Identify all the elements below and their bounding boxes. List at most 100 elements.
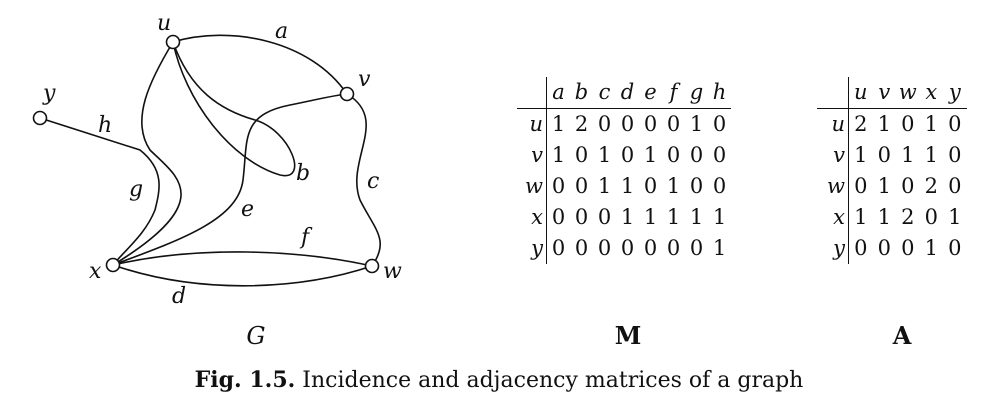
matrix-cell: 1	[597, 143, 612, 167]
row-header: y	[517, 233, 547, 264]
vertex-label-w: w	[383, 259, 402, 284]
edge-label-b: b	[296, 161, 310, 186]
matrix-cell: 0	[924, 205, 938, 229]
adjacency-matrix-header-row: u v w x y	[817, 77, 967, 109]
matrix-cell: 1	[924, 143, 938, 167]
column-header: b	[570, 77, 593, 109]
matrix-cell: 0	[877, 143, 891, 167]
matrix-cell: 0	[597, 112, 612, 136]
matrix-cell: 0	[551, 236, 566, 260]
column-header: w	[896, 77, 920, 109]
matrix-cell: 1	[620, 174, 635, 198]
table-row: x 1 1 2 0 1	[817, 202, 967, 233]
row-header: v	[817, 140, 849, 171]
table-row: w 0 1 0 2 0	[817, 171, 967, 202]
edge-label-g: g	[129, 177, 143, 202]
matrix-corner	[517, 77, 547, 109]
table-row: w 0 0 1 1 0 1 0 0	[517, 171, 731, 202]
matrix-cell: 2	[924, 174, 938, 198]
matrix-cell: 2	[854, 112, 868, 136]
matrix-cell: 0	[551, 174, 566, 198]
matrix-cell: 0	[574, 143, 589, 167]
table-row: u 1 2 0 0 0 0 1 0	[517, 108, 731, 140]
matrix-cell: 0	[643, 236, 658, 260]
vertex-v	[339, 86, 355, 102]
matrix-cell: 1	[854, 143, 868, 167]
matrix-cell: 0	[948, 174, 962, 198]
table-row: v 1 0 1 0 1 0 0 0	[517, 140, 731, 171]
adjacency-matrix-label: A	[892, 321, 912, 350]
row-header: u	[517, 108, 547, 140]
column-header: y	[943, 77, 967, 109]
matrix-cell: 0	[574, 236, 589, 260]
matrix-cell: 0	[620, 112, 635, 136]
edge-b	[172, 41, 296, 177]
table-row: u 2 1 0 1 0	[817, 108, 967, 140]
matrix-cell: 1	[877, 174, 891, 198]
matrix-corner	[817, 77, 849, 109]
column-header: x	[919, 77, 943, 109]
edge-label-a: a	[275, 19, 288, 44]
edge-label-c: c	[367, 169, 379, 194]
figure-caption: Fig. 1.5. Incidence and adjacency matric…	[0, 366, 998, 395]
matrix-cell: 1	[948, 205, 962, 229]
graph-g-drawing: u v w x y a b c d e f g h	[32, 11, 402, 309]
edge-label-e: e	[241, 197, 254, 222]
row-header: u	[817, 108, 849, 140]
matrix-cell: 0	[712, 174, 727, 198]
matrix-cell: 0	[689, 174, 704, 198]
adjacency-matrix: u v w x y u 2 1 0 1 0 v 1 0 1 1 0 w 0 1 …	[817, 77, 967, 264]
column-header: e	[639, 77, 662, 109]
matrix-cell: 0	[643, 112, 658, 136]
matrix-cell: 0	[666, 236, 681, 260]
matrix-cell: 0	[620, 143, 635, 167]
figure-caption-text: Incidence and adjacency matrices of a gr…	[302, 368, 804, 393]
matrix-cell: 1	[620, 205, 635, 229]
vertex-label-x: x	[89, 259, 102, 284]
matrix-cell: 1	[924, 112, 938, 136]
matrix-cell: 2	[901, 205, 915, 229]
matrix-cell: 1	[689, 112, 704, 136]
column-header: v	[872, 77, 896, 109]
matrix-cell: 1	[854, 205, 868, 229]
matrix-cell: 0	[666, 143, 681, 167]
figure-number: Fig. 1.5.	[194, 367, 296, 393]
edge-f	[112, 251, 373, 267]
vertex-label-y: y	[42, 81, 56, 106]
matrix-cell: 0	[689, 143, 704, 167]
matrix-cell: 1	[712, 205, 727, 229]
row-header: w	[517, 171, 547, 202]
vertex-x	[105, 257, 121, 273]
matrix-cell: 0	[597, 236, 612, 260]
matrix-cell: 1	[901, 143, 915, 167]
edge-a	[172, 34, 348, 95]
matrix-cell: 1	[877, 112, 891, 136]
matrix-cell: 0	[901, 112, 915, 136]
incidence-matrix: a b c d e f g h u 1 2 0 0 0 0 1 0 v 1 0 …	[517, 77, 731, 264]
column-header: a	[546, 77, 570, 109]
matrix-cell: 1	[643, 143, 658, 167]
matrix-cell: 0	[574, 205, 589, 229]
matrix-cell: 0	[666, 112, 681, 136]
matrix-cell: 2	[574, 112, 589, 136]
matrix-cell: 1	[877, 205, 891, 229]
vertex-w	[364, 258, 380, 274]
edge-e	[112, 93, 348, 266]
matrix-cell: 1	[551, 112, 566, 136]
edge-h	[39, 117, 160, 266]
vertex-u	[165, 34, 181, 50]
row-header: y	[817, 233, 849, 264]
matrix-cell: 0	[948, 112, 962, 136]
matrix-cell: 1	[597, 174, 612, 198]
incidence-matrix-label: M	[614, 321, 642, 350]
edge-label-d: d	[172, 284, 186, 309]
matrix-cell: 0	[712, 143, 727, 167]
matrix-cell: 0	[643, 174, 658, 198]
edge-d	[112, 264, 373, 287]
matrix-cell: 0	[854, 236, 868, 260]
matrix-cell: 0	[574, 174, 589, 198]
matrix-cell: 0	[948, 143, 962, 167]
vertex-label-v: v	[358, 67, 371, 92]
column-header: u	[848, 77, 873, 109]
edge-label-h: h	[98, 113, 112, 138]
